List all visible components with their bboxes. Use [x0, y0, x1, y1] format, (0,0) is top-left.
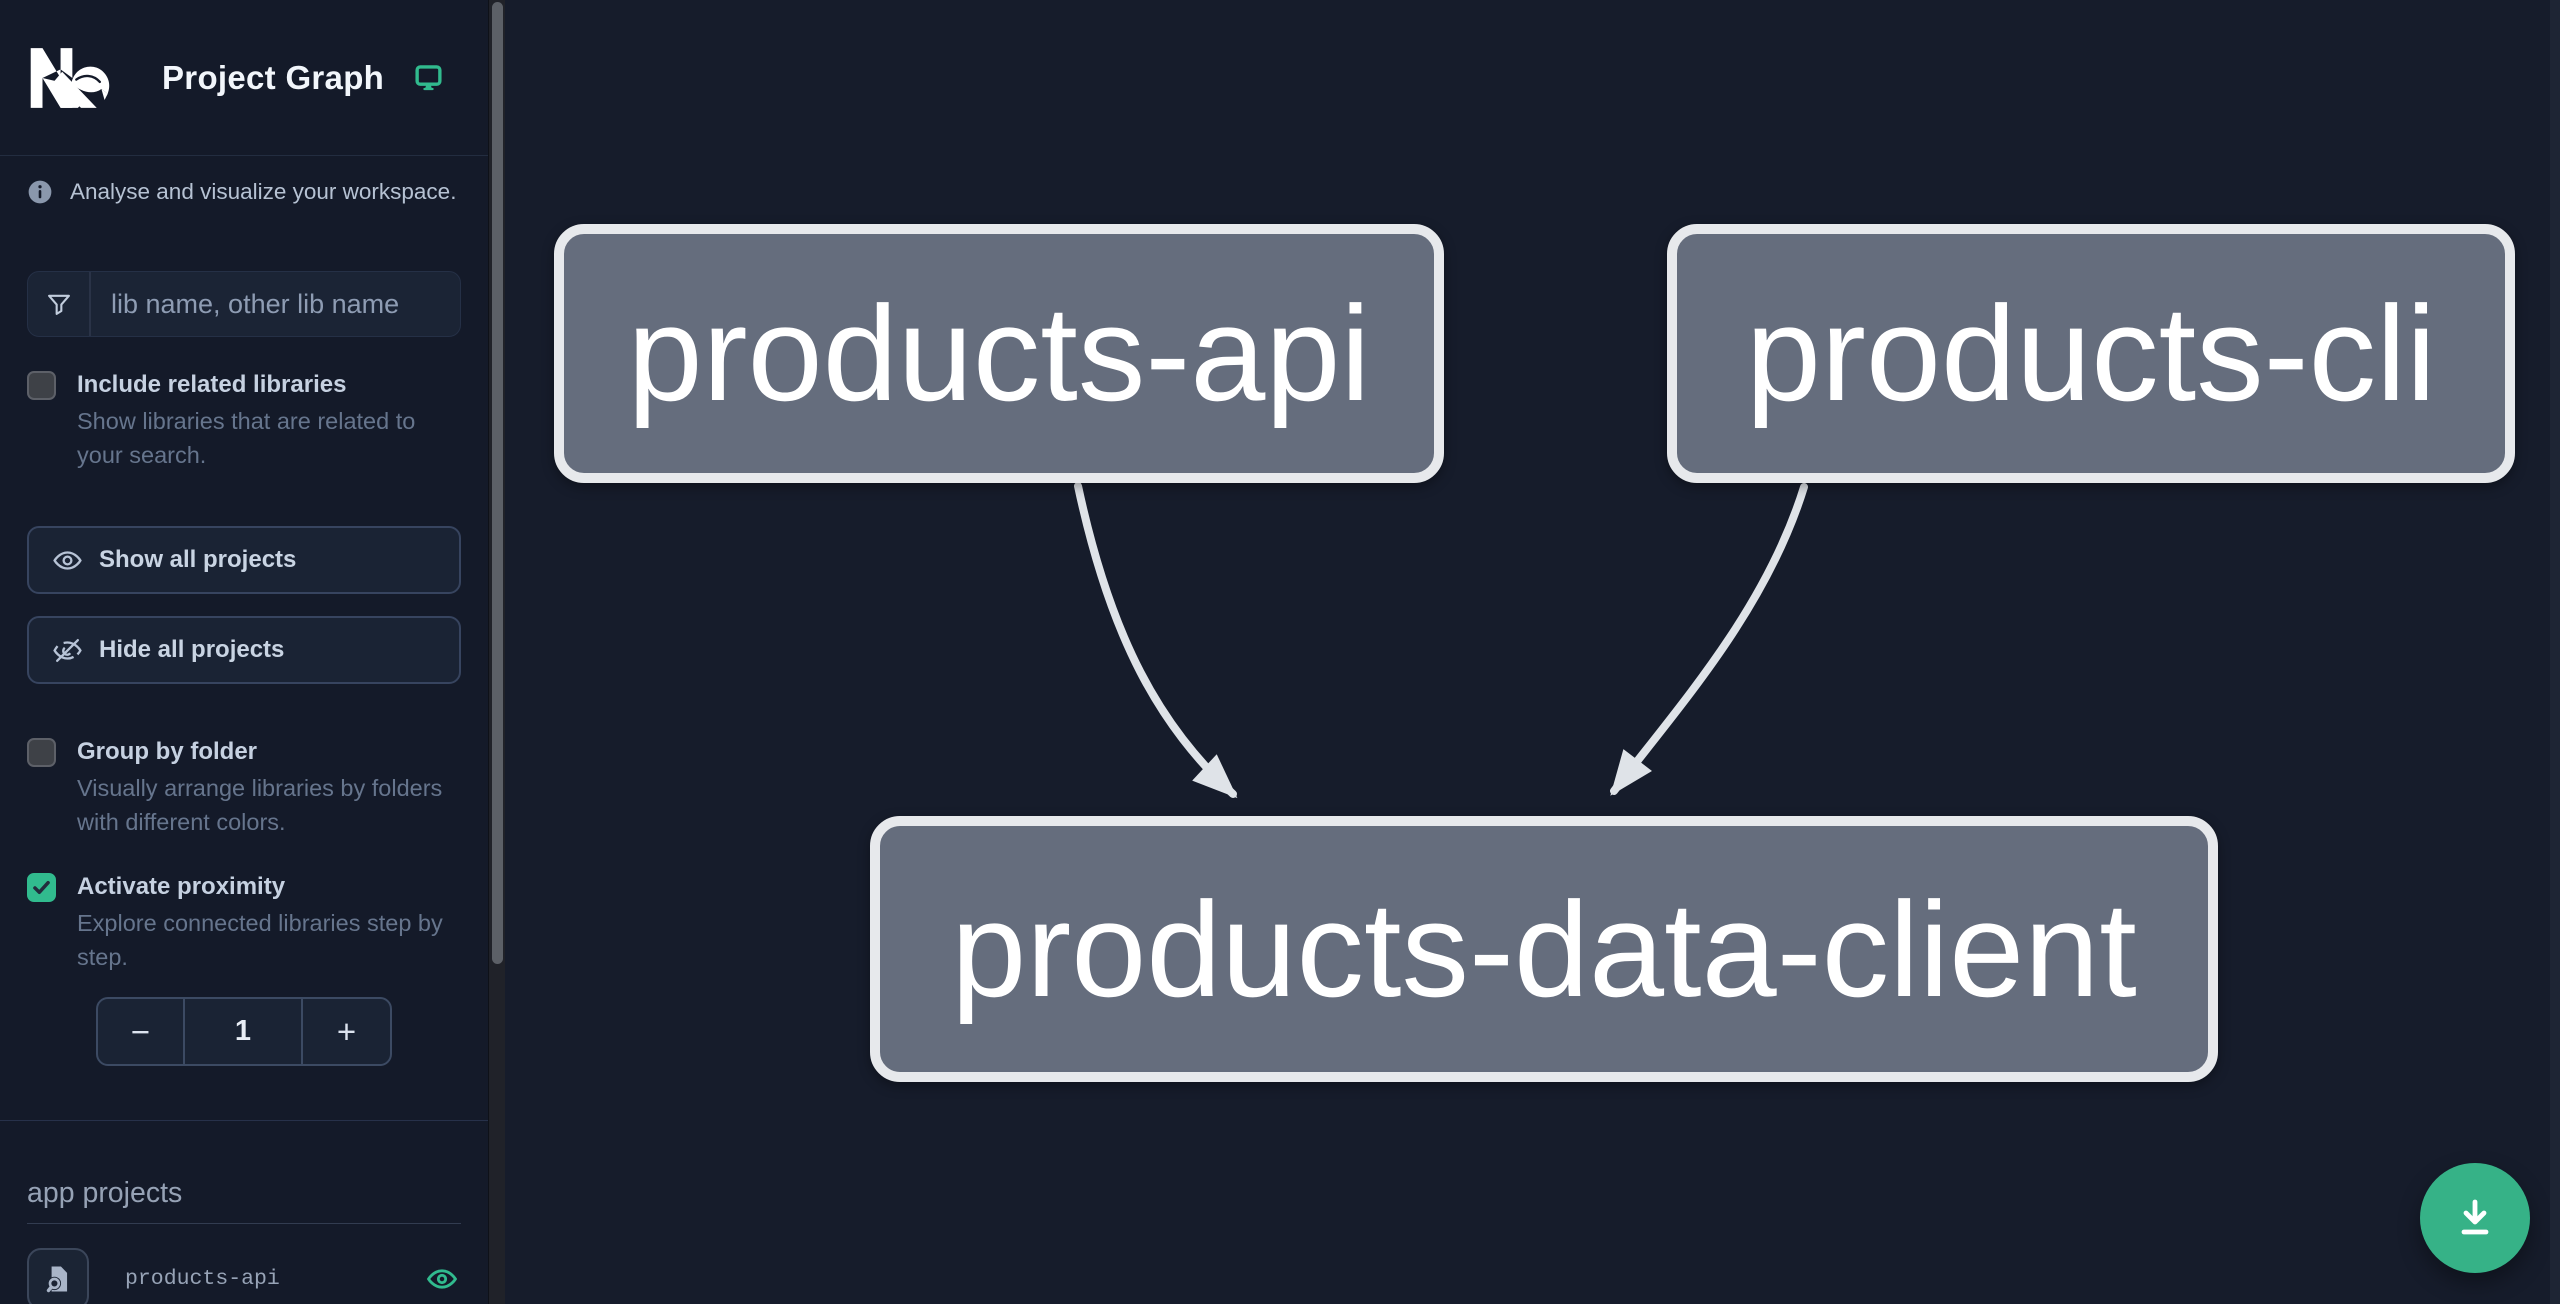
include-related-description: Show libraries that are related to your …	[77, 408, 416, 468]
hide-all-projects-label: Hide all projects	[99, 636, 285, 663]
nx-logo-icon	[30, 47, 110, 108]
proximity-increment-button[interactable]: +	[303, 999, 390, 1064]
sidebar-scrollbar[interactable]	[488, 0, 505, 1304]
proximity-decrement-button[interactable]: −	[98, 999, 185, 1064]
graph-canvas[interactable]: products-api products-cli products-data-…	[505, 0, 2560, 1304]
sidebar-body: Analyse and visualize your workspace. In…	[0, 179, 488, 1304]
include-related-text: Include related libraries Show libraries…	[77, 369, 449, 472]
show-all-projects-button[interactable]: Show all projects	[27, 526, 461, 594]
group-by-folder-description: Visually arrange libraries by folders wi…	[77, 775, 443, 835]
page-scrollbar-track	[2550, 0, 2560, 1304]
node-products-data-client[interactable]: products-data-client	[870, 816, 2218, 1082]
filter-input[interactable]	[91, 272, 460, 336]
node-products-cli-label: products-cli	[1745, 278, 2437, 429]
focus-document-icon	[46, 1266, 68, 1293]
sidebar: Project Graph Analyse and visualize your…	[0, 0, 488, 1304]
app-title: Project Graph	[162, 58, 385, 96]
group-by-folder-toggle: Group by folder Visually arrange librari…	[27, 736, 461, 839]
download-icon	[2461, 1199, 2489, 1235]
filter-box	[27, 271, 461, 337]
edge-products-cli-to-products-data-client[interactable]	[1610, 483, 1808, 796]
sidebar-scrollbar-thumb[interactable]	[492, 2, 503, 964]
group-by-folder-checkbox[interactable]	[27, 738, 56, 767]
activate-proximity-toggle: Activate proximity Explore connected lib…	[27, 871, 461, 974]
include-related-label: Include related libraries	[77, 371, 347, 398]
sidebar-divider	[0, 1120, 488, 1121]
focus-project-button[interactable]	[27, 1248, 89, 1304]
group-by-folder-label: Group by folder	[77, 738, 257, 765]
graph-edges	[1074, 482, 1808, 799]
node-products-data-client-label: products-data-client	[951, 873, 2137, 1025]
node-products-cli[interactable]: products-cli	[1667, 224, 2515, 483]
eye-off-icon	[53, 638, 82, 662]
toggle-project-visibility-eye-icon[interactable]	[425, 1262, 459, 1296]
tagline-text: Analyse and visualize your workspace.	[70, 179, 457, 204]
app-projects-heading: app projects	[27, 1177, 461, 1224]
node-products-api[interactable]: products-api	[554, 224, 1444, 483]
tagline: Analyse and visualize your workspace.	[27, 179, 461, 205]
include-related-checkbox[interactable]	[27, 371, 56, 400]
activate-proximity-checkbox[interactable]	[27, 873, 56, 902]
connected-monitor-icon	[415, 65, 442, 91]
activate-proximity-text: Activate proximity Explore connected lib…	[77, 871, 449, 974]
project-row-products-api: products-api	[27, 1248, 461, 1304]
include-related-toggle: Include related libraries Show libraries…	[27, 369, 461, 472]
filter-funnel-icon	[28, 272, 91, 336]
proximity-stepper: − 1 +	[96, 997, 392, 1066]
app-projects-section: app projects products-api	[27, 1177, 461, 1304]
eye-icon	[53, 550, 82, 570]
info-icon	[28, 180, 52, 204]
hide-all-projects-button[interactable]: Hide all projects	[27, 616, 461, 684]
edge-products-api-to-products-data-client[interactable]	[1074, 482, 1238, 799]
activate-proximity-label: Activate proximity	[77, 873, 286, 900]
sidebar-header: Project Graph	[0, 0, 488, 156]
project-name: products-api	[125, 1267, 280, 1291]
show-all-projects-label: Show all projects	[99, 546, 297, 573]
download-graph-image-button[interactable]	[2420, 1163, 2530, 1273]
node-products-api-label: products-api	[627, 278, 1371, 429]
group-by-folder-text: Group by folder Visually arrange librari…	[77, 736, 449, 839]
activate-proximity-description: Explore connected libraries step by step…	[77, 910, 443, 970]
proximity-depth-value: 1	[185, 999, 303, 1064]
